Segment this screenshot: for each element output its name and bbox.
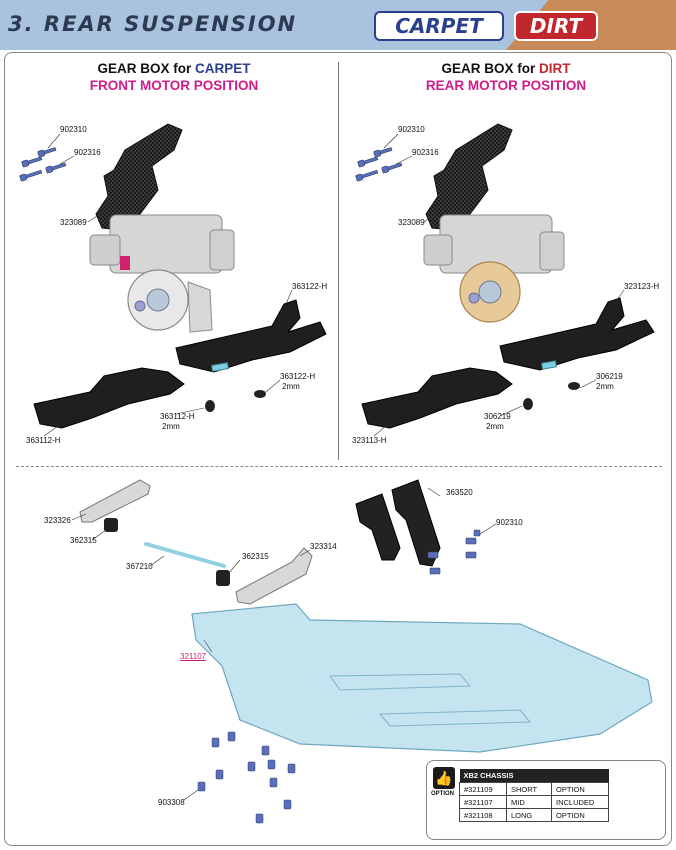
label-363112h-arm: 363112-H: [160, 412, 195, 421]
right-gearbox-icon: [423, 214, 565, 323]
label-362315-left: 362315: [70, 536, 97, 545]
table-cell-length: LONG: [506, 808, 552, 822]
label-321107-text: 321107: [180, 652, 207, 661]
table-cell-status: OPTION: [551, 782, 609, 796]
label-902316-right: 902316: [412, 148, 439, 157]
table-cell-part: #321108: [459, 808, 507, 822]
label-306219-lower-size: 2mm: [486, 422, 504, 431]
dirt-badge: DIRT: [514, 11, 598, 41]
left-shock-tower-icon: [95, 123, 183, 231]
label-323314: 323314: [310, 542, 337, 551]
arm-mount-icon: [235, 547, 313, 605]
rear-brace-icon: [79, 479, 151, 523]
table-row: #321107 MID INCLUDED: [459, 795, 609, 809]
left-heading-surface: CARPET: [195, 61, 251, 76]
table-cell-length: MID: [506, 795, 552, 809]
table-cell-status: INCLUDED: [551, 795, 609, 809]
right-heading-prefix: GEAR BOX for: [441, 61, 539, 76]
left-lower-arm-icon: [33, 367, 185, 429]
label-321107: 321107: [180, 652, 206, 661]
right-screws-icon: [355, 147, 403, 182]
label-323089-right: 323089: [398, 218, 425, 227]
label-306219-upper: 306219: [596, 372, 623, 381]
label-306219-upper-size: 2mm: [596, 382, 614, 391]
right-section-heading: GEAR BOX for DIRT REAR MOTOR POSITION: [356, 60, 656, 94]
label-363122h-lower-size: 2mm: [282, 382, 300, 391]
left-upper-arm-icon: [175, 299, 327, 373]
right-heading-motor: REAR MOTOR POSITION: [425, 78, 587, 93]
label-363520: 363520: [446, 488, 473, 497]
right-heading-surface: DIRT: [539, 61, 571, 76]
left-gearbox-icon: [89, 214, 235, 333]
left-screws-icon: [19, 147, 67, 182]
label-323113h: 323113-H: [352, 436, 387, 445]
label-323123h: 323123-H: [624, 282, 660, 291]
label-902310-bottom: 902310: [496, 518, 523, 527]
mount-bracket-right-icon: [391, 479, 441, 567]
label-367210: 367210: [126, 562, 153, 571]
label-363112h-left: 363112-H: [26, 436, 61, 445]
vertical-divider: [338, 62, 339, 460]
label-902316-left: 902316: [74, 148, 101, 157]
table-cell-length: SHORT: [506, 782, 552, 796]
chassis-plate-icon: [191, 603, 653, 753]
horizontal-divider: [16, 466, 662, 467]
chassis-screws-icon: [197, 731, 296, 824]
label-362315-right: 362315: [242, 552, 269, 561]
table-cell-status: OPTION: [551, 808, 609, 822]
table-row: #321108 LONG OPTION: [459, 808, 609, 822]
bracket-screws-icon: [427, 529, 481, 575]
label-363112h-size: 2mm: [162, 422, 180, 431]
table-cell-part: #321109: [459, 782, 507, 796]
mount-bracket-left-icon: [355, 493, 401, 561]
label-306219-lower: 306219: [484, 412, 511, 421]
label-902310-right: 902310: [398, 125, 425, 134]
table-cell-part: #321107: [459, 795, 507, 809]
leader-lines: [43, 133, 625, 801]
left-heading-motor: FRONT MOTOR POSITION: [89, 78, 259, 93]
page-header: 3. REAR SUSPENSION CARPET DIRT: [0, 0, 676, 50]
label-363122h-upper: 363122-H: [292, 282, 328, 291]
label-902310-left: 902310: [60, 125, 87, 134]
label-903308: 903308: [158, 798, 185, 807]
hinge-pin-icon: [144, 542, 226, 568]
chassis-option-table: XB2 CHASSIS #321109 SHORT OPTION #321107…: [459, 769, 609, 822]
option-box: 👍 OPTION XB2 CHASSIS #321109 SHORT OPTIO…: [426, 760, 666, 840]
label-323089-left: 323089: [60, 218, 87, 227]
label-363122h-lower: 363122-H: [280, 372, 316, 381]
label-323326: 323326: [44, 516, 71, 525]
section-title: 3. REAR SUSPENSION: [8, 12, 298, 36]
left-section-heading: GEAR BOX for CARPET FRONT MOTOR POSITION: [24, 60, 324, 94]
option-table-title: XB2 CHASSIS: [459, 769, 609, 783]
carpet-badge: CARPET: [374, 11, 504, 41]
right-shock-tower-icon: [425, 123, 513, 231]
option-word: OPTION: [431, 791, 455, 797]
right-upper-arm-icon: [499, 297, 655, 371]
left-heading-prefix: GEAR BOX for: [97, 61, 195, 76]
right-lower-arm-icon: [361, 367, 513, 429]
thumbs-up-icon: 👍: [433, 767, 455, 789]
table-row: #321109 SHORT OPTION: [459, 782, 609, 796]
